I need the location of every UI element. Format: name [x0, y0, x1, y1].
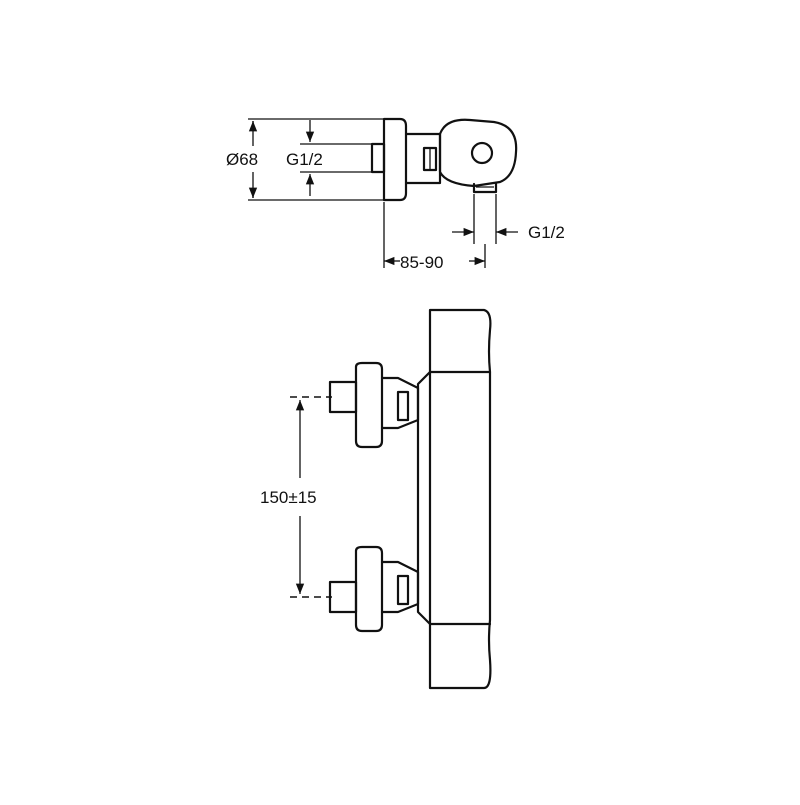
upper-nut [396, 390, 410, 422]
diameter-label: Ø68 [226, 150, 258, 169]
outlet-thread-label: G1/2 [528, 223, 565, 242]
wall-distance-label: 85-90 [400, 253, 443, 272]
front-view: 150±15 [260, 308, 492, 690]
upper-inlet-flange [354, 361, 384, 449]
valve-head [438, 118, 518, 188]
upper-inlet-pipe [328, 380, 358, 414]
outlet-fitting [472, 182, 498, 194]
outlet-port [470, 141, 494, 165]
wall-flange [382, 117, 408, 202]
mounting-rail [416, 370, 432, 626]
lower-inlet-flange [354, 545, 384, 633]
inlet-pipe [370, 142, 386, 174]
upper-connector [380, 376, 420, 430]
lower-inlet-pipe [328, 580, 358, 614]
lower-connector [380, 560, 420, 614]
inlet-spacing-label: 150±15 [260, 488, 317, 507]
top-view: Ø68 G1/2 G1/2 85-90 [226, 117, 565, 272]
thermostat-body [428, 308, 492, 690]
lower-nut [396, 574, 410, 606]
inlet-thread-label: G1/2 [286, 150, 323, 169]
